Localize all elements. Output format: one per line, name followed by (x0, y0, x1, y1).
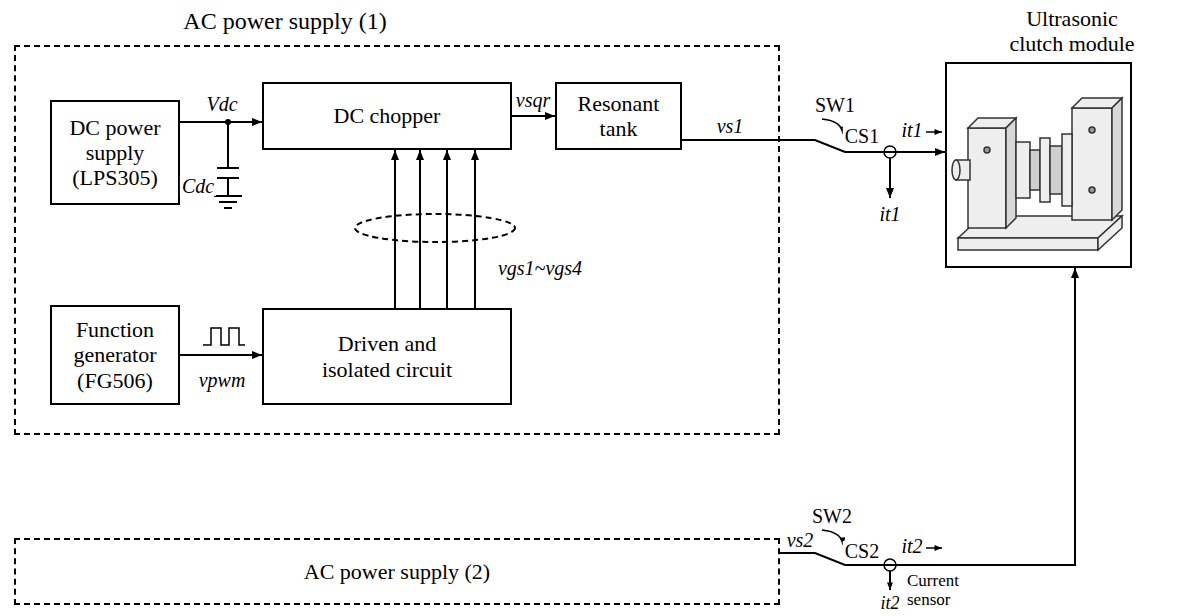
clutch-illustration (952, 98, 1122, 250)
bolt (984, 147, 990, 153)
block-box: DC power supply (LPS305) (50, 100, 180, 205)
block-box: Ultrasonic clutch module (945, 62, 1132, 268)
signal-name: vs2 (785, 530, 816, 550)
block-box: DC chopper (262, 82, 512, 150)
part-name: Current sensor (905, 572, 984, 609)
signal-name: it1 (899, 120, 924, 140)
ground-symbol (214, 196, 242, 208)
connector-wire (180, 121, 262, 123)
signal-name: it2 (899, 536, 924, 556)
clutch-ring (1040, 138, 1050, 202)
switch-action-arrow (822, 530, 843, 545)
connector-wire (474, 150, 476, 308)
bolt (1089, 127, 1095, 133)
base-plate (958, 238, 1098, 250)
box-label: DC chopper (334, 103, 441, 128)
clutch-ring (1050, 146, 1062, 194)
block-box: Function generator (FG506) (50, 305, 180, 405)
connector-wire (446, 150, 448, 308)
signal-name: Cdc (180, 176, 216, 196)
base-plate (1098, 216, 1122, 250)
signal-name: vs1 (715, 116, 746, 136)
signal-name: Vdc (204, 94, 239, 114)
dashed-group-box: AC power supply (1)DC power supply (LPS3… (14, 45, 780, 435)
box-label: Function generator (FG506) (57, 317, 173, 393)
clutch-ring (1062, 134, 1072, 206)
connector-wire (394, 150, 396, 308)
part-name: SW2 (810, 506, 854, 526)
box-label: AC power supply (2) (304, 559, 490, 584)
group-heading: Ultrasonic clutch module (1005, 6, 1140, 57)
current-direction-arrow (926, 131, 942, 133)
switch-action-arrow (822, 119, 843, 134)
dashed-group-box: AC power supply (2) (14, 538, 780, 605)
bolt (1089, 187, 1095, 193)
sensor-output-arrow (889, 571, 891, 590)
support-block (1112, 98, 1122, 220)
support-block (1006, 118, 1016, 228)
signal-name: it2 (878, 594, 901, 612)
support-block (1072, 108, 1112, 220)
connector-wire (780, 268, 1075, 565)
signal-name: vgs1~vgs4 (496, 258, 584, 278)
clutch-ring (1016, 142, 1030, 198)
connector-wire (512, 115, 555, 117)
part-name: CS2 (843, 541, 881, 561)
sensor-output-arrow (889, 158, 891, 198)
part-name: CS1 (843, 126, 881, 146)
clutch-ring (1030, 150, 1040, 190)
connector-wire (180, 354, 262, 356)
block-box: Driven and isolated circuit (262, 308, 512, 405)
signal-name: it1 (877, 204, 902, 224)
support-block (968, 128, 1006, 228)
box-label: DC power supply (LPS305) (57, 115, 173, 191)
block-box: Resonant tank (555, 82, 682, 150)
current-direction-arrow (926, 547, 942, 549)
signal-name: vsqr (514, 90, 552, 110)
part-name: SW1 (813, 95, 857, 115)
shaft-stub (952, 160, 960, 180)
connector-wire (419, 150, 421, 308)
pulse-symbol (203, 328, 245, 345)
signal-name: vpwm (197, 370, 248, 390)
box-label: Driven and isolated circuit (312, 331, 462, 382)
signal-group-ellipse (355, 214, 515, 242)
connector-wire (682, 140, 945, 152)
capacitor-symbol (217, 122, 239, 196)
group-heading: AC power supply (1) (155, 8, 415, 36)
box-label: Resonant tank (562, 91, 675, 142)
